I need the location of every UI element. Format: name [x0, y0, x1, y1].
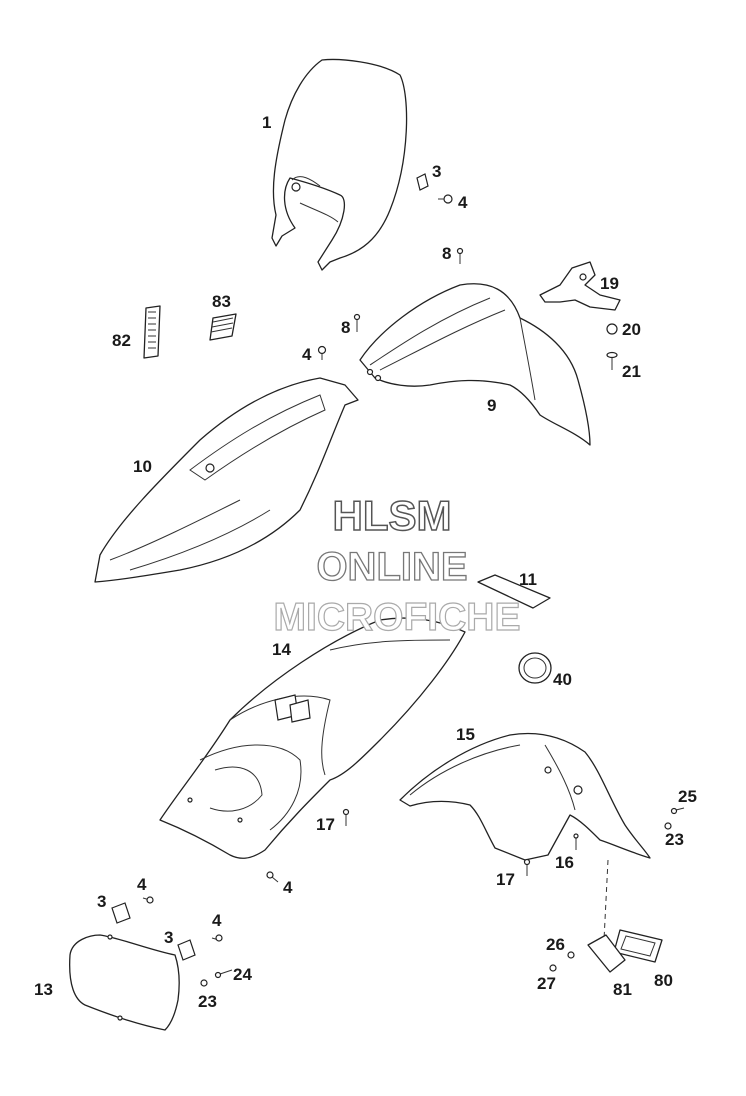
plate-80 — [613, 929, 663, 963]
clip-3-right — [177, 939, 196, 961]
screw-16 — [573, 833, 579, 850]
callout-4b: 4 — [302, 345, 312, 364]
callout-4d: 4 — [137, 875, 147, 894]
callout-17b: 17 — [496, 870, 515, 889]
watermark: HLSM ONLINE MICROFICHE — [273, 491, 521, 639]
callout-23b: 23 — [198, 992, 217, 1011]
nut-26 — [567, 951, 575, 959]
washer-23-left — [200, 979, 208, 987]
screw-17-left — [342, 808, 350, 826]
rear-fender — [159, 617, 466, 859]
callout-3c: 3 — [164, 928, 173, 947]
fender-15 — [399, 732, 651, 861]
clip-3-top — [416, 173, 429, 191]
screw-4-rear — [266, 871, 279, 883]
washer-23-right — [664, 822, 672, 830]
grommet-40 — [518, 652, 552, 684]
plate-81 — [587, 934, 626, 973]
screw-21 — [606, 351, 618, 370]
callout-82: 82 — [112, 331, 131, 350]
callout-19: 19 — [600, 274, 619, 293]
nut-27 — [549, 964, 557, 972]
nut-20 — [606, 323, 618, 335]
callout-80: 80 — [654, 971, 673, 990]
strip-11 — [477, 574, 551, 609]
screw-4-mid — [317, 345, 327, 360]
callout-13: 13 — [34, 980, 53, 999]
callout-83: 83 — [212, 292, 231, 311]
callout-21: 21 — [622, 362, 641, 381]
bolt-8-top — [456, 247, 464, 264]
pad-82 — [143, 305, 161, 359]
callout-17a: 17 — [316, 815, 335, 834]
screw-4-right — [211, 934, 223, 942]
callout-4c: 4 — [283, 878, 293, 897]
callout-1: 1 — [262, 113, 271, 132]
screw-25 — [670, 807, 685, 815]
callout-20: 20 — [622, 320, 641, 339]
callout-9: 9 — [487, 396, 496, 415]
callout-24: 24 — [233, 965, 252, 984]
watermark-line-1: HLSM — [333, 492, 452, 539]
callout-23a: 23 — [665, 830, 684, 849]
callout-11: 11 — [519, 570, 537, 589]
callout-16: 16 — [555, 853, 574, 872]
screw-17-right — [523, 858, 531, 876]
callout-labels: 1 3 4 8 19 83 82 8 20 4 21 9 10 11 14 40… — [34, 113, 697, 1011]
callout-4e: 4 — [212, 911, 222, 930]
side-panel-10 — [94, 377, 359, 583]
front-fender — [359, 283, 591, 446]
bolt-8-mid — [353, 313, 361, 332]
bracket-19 — [539, 261, 621, 311]
mudflap-13 — [69, 934, 180, 1031]
callout-4a: 4 — [458, 193, 468, 212]
screw-24 — [214, 969, 233, 979]
clip-3-left — [111, 902, 131, 924]
callout-8a: 8 — [442, 244, 451, 263]
callout-25: 25 — [678, 787, 697, 806]
watermark-line-2: ONLINE — [316, 545, 467, 589]
watermark-line-3: MICROFICHE — [274, 596, 521, 639]
callout-26: 26 — [546, 935, 565, 954]
callout-27: 27 — [537, 974, 556, 993]
callout-14: 14 — [272, 640, 291, 659]
callout-3a: 3 — [432, 162, 441, 181]
callout-81: 81 — [613, 980, 632, 999]
callout-3b: 3 — [97, 892, 106, 911]
headlight-mask — [271, 58, 408, 271]
screw-4-top — [438, 194, 453, 204]
callout-10: 10 — [133, 457, 152, 476]
callout-8b: 8 — [341, 318, 350, 337]
pad-83 — [209, 313, 237, 341]
callout-15: 15 — [456, 725, 475, 744]
callout-40: 40 — [553, 670, 572, 689]
screw-4-left — [142, 896, 154, 904]
